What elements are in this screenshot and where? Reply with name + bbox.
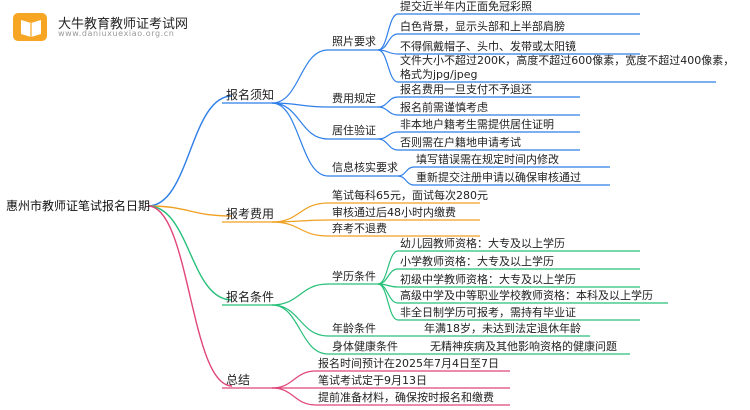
leaf-photo-1: 提交近半年内正面免冠彩照 [400, 0, 532, 13]
leaf-info-1: 填写错误需在规定时间内修改 [416, 153, 559, 166]
leaf-residence-2: 否则需在户籍地申请考试 [400, 136, 521, 149]
edge-root-signup-notice [147, 95, 233, 207]
leaf-edu-4: 高级中学及中等职业学校教师资格：本科及以上学历 [400, 289, 653, 302]
leaf-summary-2: 笔试考试定于9月13日 [318, 374, 427, 387]
leaf-edu-1: 幼儿园教师资格：大专及以上学历 [400, 237, 565, 250]
book-icon [13, 13, 47, 41]
leaf-age-1: 年满18岁，未达到法定退休年龄 [424, 322, 581, 335]
brand-title: 大牛教育教师证考试网 [58, 17, 189, 32]
edge-root-conditions [147, 205, 233, 301]
leaf-fees-2: 审核通过后48小时内缴费 [332, 206, 456, 219]
node-health: 身体健康条件 [332, 340, 398, 353]
edge-root-summary [147, 205, 233, 387]
brand-subtitle: www.daniuxuexiao.org.cn [58, 29, 175, 38]
leaf-fee-1: 报名费用一旦支付不予退还 [400, 83, 532, 96]
leaf-edu-5: 非全日制学历可报考，需持有毕业证 [400, 306, 576, 319]
category-conditions: 报名条件 [226, 290, 275, 304]
leaf-edu-2: 小学教师资格：大专及以上学历 [400, 255, 554, 268]
category-fees: 报考费用 [226, 207, 275, 221]
leaf-summary-1: 报名时间预计在2025年7月4日至7日 [318, 357, 499, 370]
mindmap-root: 惠州市教师证笔试报名日期 [6, 199, 151, 213]
node-photo-requirements: 照片要求 [332, 35, 376, 48]
category-summary: 总结 [226, 373, 251, 387]
category-signup-notice: 报名须知 [226, 88, 275, 102]
node-education: 学历条件 [332, 270, 376, 283]
leaf-summary-3: 提前准备材料，确保按时报名和缴费 [318, 391, 494, 404]
leaf-residence-1: 非本地户籍考生需提供居住证明 [400, 118, 554, 131]
leaf-info-2: 重新提交注册申请以确保审核通过 [416, 171, 581, 184]
leaf-edu-3: 初级中学教师资格：大专及以上学历 [400, 273, 576, 286]
leaf-fees-3: 弃考不退费 [332, 222, 387, 235]
leaf-photo-4: 文件大小不超过200K，高度不超过600像素，宽度不超过400像素，格式为jpg… [400, 54, 735, 81]
leaf-photo-2: 白色背景，显示头部和上半部肩膀 [400, 20, 565, 33]
node-fee-rules: 费用规定 [332, 92, 376, 105]
leaf-health-1: 无精神疾病及其他影响资格的健康问题 [430, 340, 617, 353]
edge-root-fees [147, 205, 233, 217]
brand-logo: 大牛教育教师证考试网 www.daniuxuexiao.org.cn [10, 10, 255, 44]
leaf-fees-1: 笔试每科65元，面试每次280元 [332, 189, 488, 202]
leaf-fee-2: 报名前需谨慎考虑 [400, 101, 488, 114]
node-age: 年龄条件 [332, 322, 376, 335]
node-info-check: 信息核实要求 [332, 161, 398, 174]
leaf-photo-3: 不得佩戴帽子、头巾、发带或太阳镜 [400, 40, 576, 53]
node-residence-check: 居住验证 [332, 124, 376, 137]
